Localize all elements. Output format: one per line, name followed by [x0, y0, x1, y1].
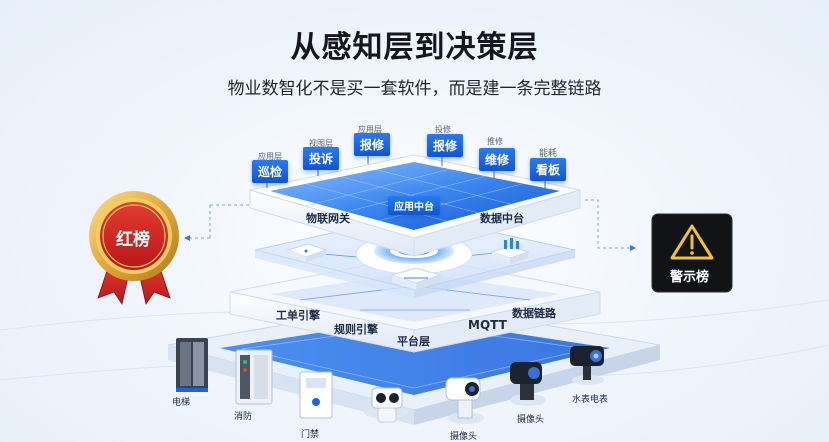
- tag-report-repair-2: 报修: [427, 134, 464, 157]
- tag-caption-4: 投修: [435, 125, 451, 134]
- page-title: 从感知层到决策层: [290, 30, 539, 65]
- red-list-label: 红榜: [116, 230, 150, 250]
- data-platform-label: 数据中台: [480, 212, 524, 225]
- ticket-engine-label: 工单引擎: [276, 309, 320, 322]
- router-device: [286, 243, 328, 262]
- device-camera-label-1: 摄像头: [450, 432, 478, 442]
- application-platform-label: 应用中台: [388, 196, 440, 215]
- device-access-label: 门禁: [301, 430, 320, 440]
- platform-layer-label: 平台层: [397, 335, 430, 348]
- tag-maintenance: 维修: [479, 148, 516, 171]
- tag-report-repair: 报修: [354, 133, 391, 156]
- page-subtitle: 物业数智化不是买一套软件，而是建一条完整链路: [227, 79, 602, 99]
- data-link-label: 数据链路: [512, 307, 556, 320]
- elevator-device: [176, 338, 208, 392]
- warning-list-label: 警示榜: [670, 270, 710, 285]
- iot-gateway-label: 物联网关: [306, 212, 350, 225]
- device-fire-label: 消防: [234, 412, 253, 422]
- warning-list-panel-graphic: [651, 213, 733, 293]
- tag-caption-2: 视图层: [309, 139, 333, 148]
- tag-dashboard: 看板: [530, 158, 567, 181]
- red-list-badge-graphic: [89, 191, 179, 306]
- tag-caption-1: 应用层: [258, 152, 282, 161]
- device-meter-label: 水表电表: [572, 395, 609, 405]
- device-elevator-label: 电梯: [172, 398, 191, 408]
- mqtt-label: MQTT: [468, 318, 507, 332]
- device-camera-label-2: 摄像头: [517, 415, 545, 425]
- tag-complaint: 投诉: [303, 147, 340, 170]
- tag-inspection: 巡检: [252, 160, 289, 183]
- tag-caption-5: 推修: [487, 137, 503, 146]
- tag-caption-6: 能耗: [539, 149, 558, 159]
- rule-engine-label: 规则引擎: [334, 323, 378, 336]
- tag-caption-3: 应用层: [358, 125, 382, 134]
